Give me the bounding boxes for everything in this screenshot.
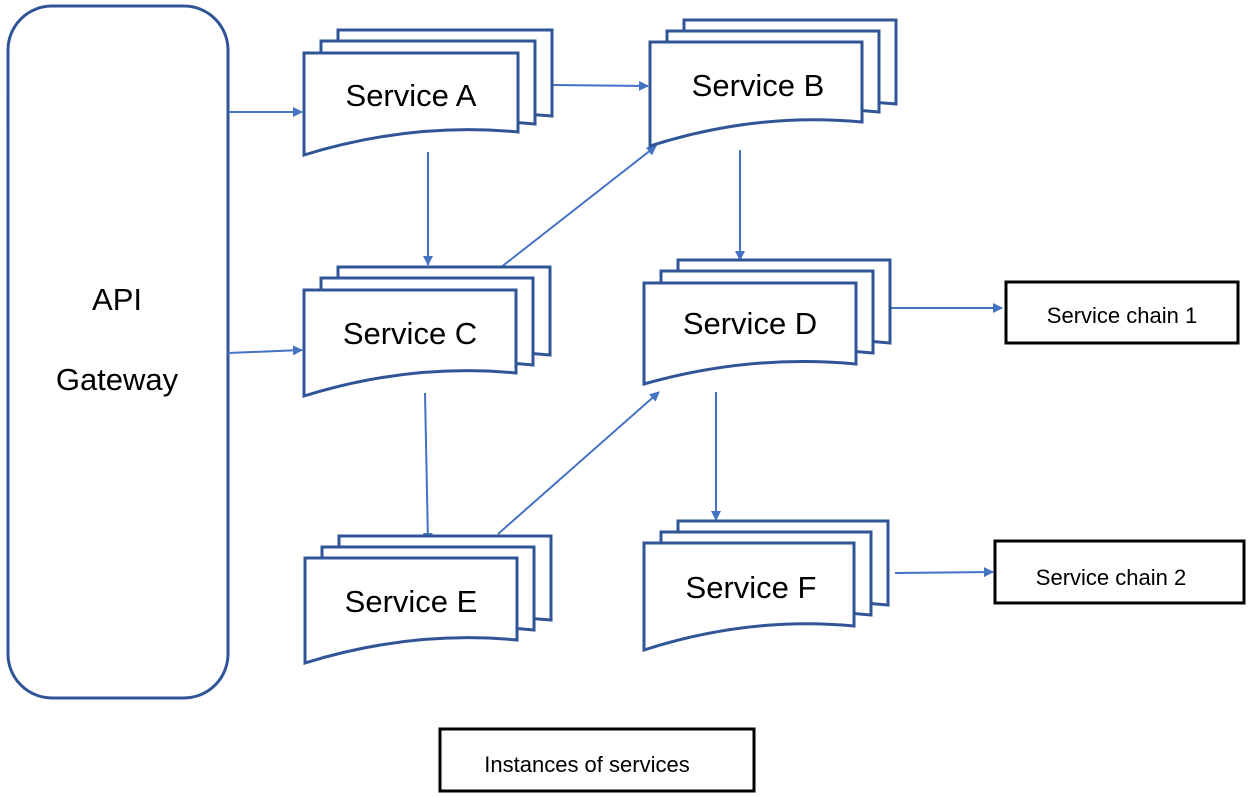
service-a-node: Service A: [302, 28, 554, 158]
service-chain-2-box: Service chain 2: [993, 539, 1246, 605]
service-d-label: Service D: [683, 306, 817, 341]
legend-box: Instances of services: [438, 727, 756, 793]
arrow-service-c-to-service-b: [499, 145, 657, 269]
arrow-service-f-to-chain-2: [894, 567, 994, 578]
api-gateway: API Gateway: [6, 4, 230, 700]
service-e-label: Service E: [345, 584, 478, 619]
arrow-gateway-to-service-c: [227, 345, 303, 356]
api-gateway-label-line2: Gateway: [56, 362, 179, 397]
arrow-service-a-to-service-b: [552, 80, 649, 91]
arrow-service-c-to-service-e: [422, 392, 433, 543]
service-e-node: Service E: [303, 534, 553, 666]
service-chain-1-label: Service chain 1: [1047, 303, 1197, 328]
api-gateway-label-line1: API: [92, 282, 142, 317]
service-b-label: Service B: [692, 68, 825, 103]
service-d-node: Service D: [642, 258, 892, 386]
legend-label: Instances of services: [484, 752, 689, 777]
service-c-node: Service C: [302, 265, 552, 399]
service-f-label: Service F: [686, 570, 817, 605]
service-chain-1-box: Service chain 1: [1004, 280, 1240, 345]
service-a-label: Service A: [346, 78, 477, 113]
service-f-node: Service F: [642, 519, 890, 653]
service-c-label: Service C: [343, 316, 477, 351]
service-b-node: Service B: [648, 18, 898, 149]
service-chain-2-label: Service chain 2: [1036, 565, 1186, 590]
arrow-service-e-to-service-d: [497, 391, 660, 535]
connectors: [227, 80, 1003, 578]
